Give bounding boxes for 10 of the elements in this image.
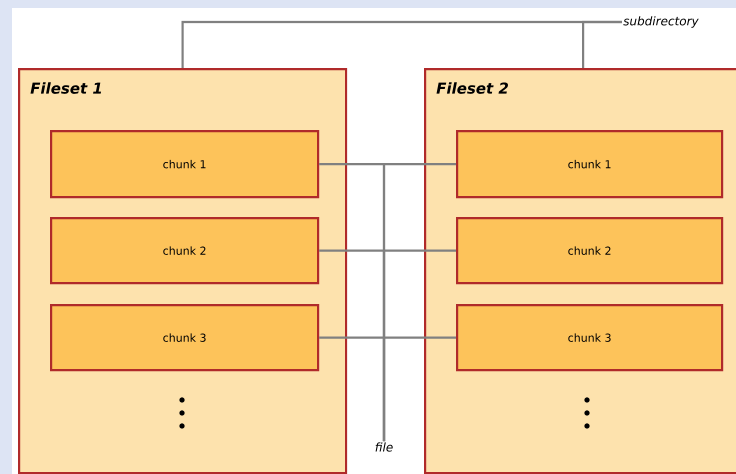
chunk-box: chunk 2 <box>50 217 320 284</box>
text-label: subdirectory <box>623 16 699 28</box>
chunk-box: chunk 1 <box>50 130 320 198</box>
connector-line <box>382 336 456 442</box>
chunk-box: chunk 2 <box>456 217 724 284</box>
chunk-box: chunk 1 <box>456 130 724 198</box>
chunk-box: chunk 3 <box>456 304 724 372</box>
chunk-box: chunk 3 <box>50 304 320 372</box>
text-label: file <box>376 442 393 452</box>
connector-line <box>582 20 622 68</box>
